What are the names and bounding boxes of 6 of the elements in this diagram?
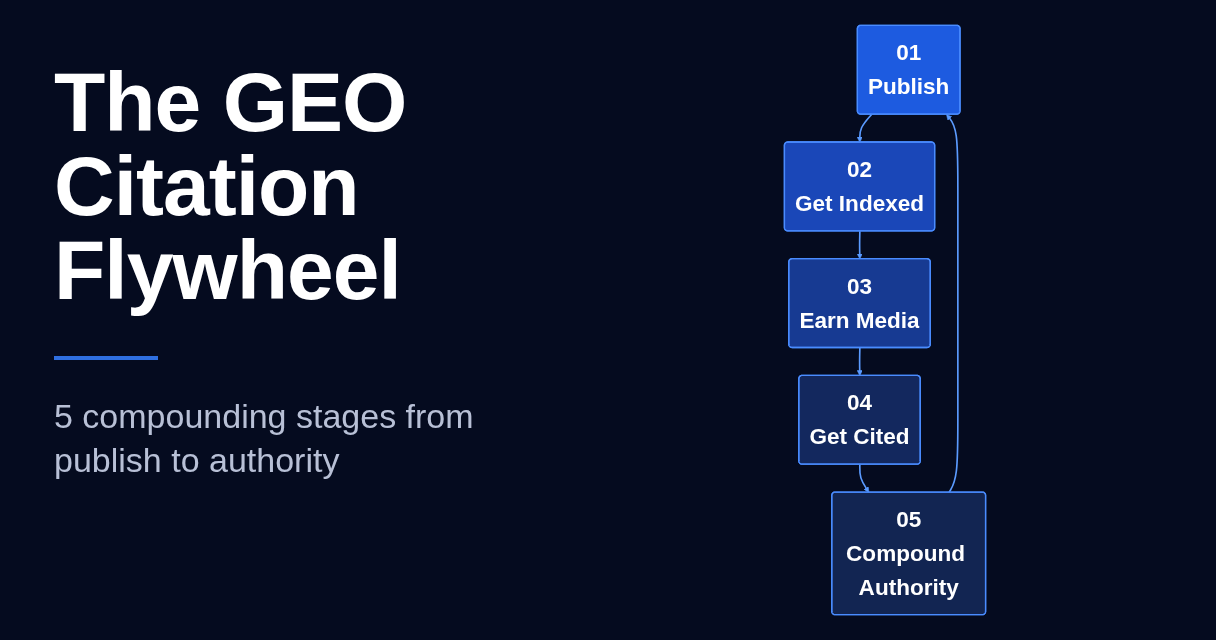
arrow (946, 114, 959, 494)
arrow (858, 463, 870, 493)
arrow (856, 113, 873, 143)
subtitle: 5 compounding stages from publish to authority (54, 396, 475, 482)
arrow (856, 230, 863, 260)
arrow (856, 347, 863, 376)
